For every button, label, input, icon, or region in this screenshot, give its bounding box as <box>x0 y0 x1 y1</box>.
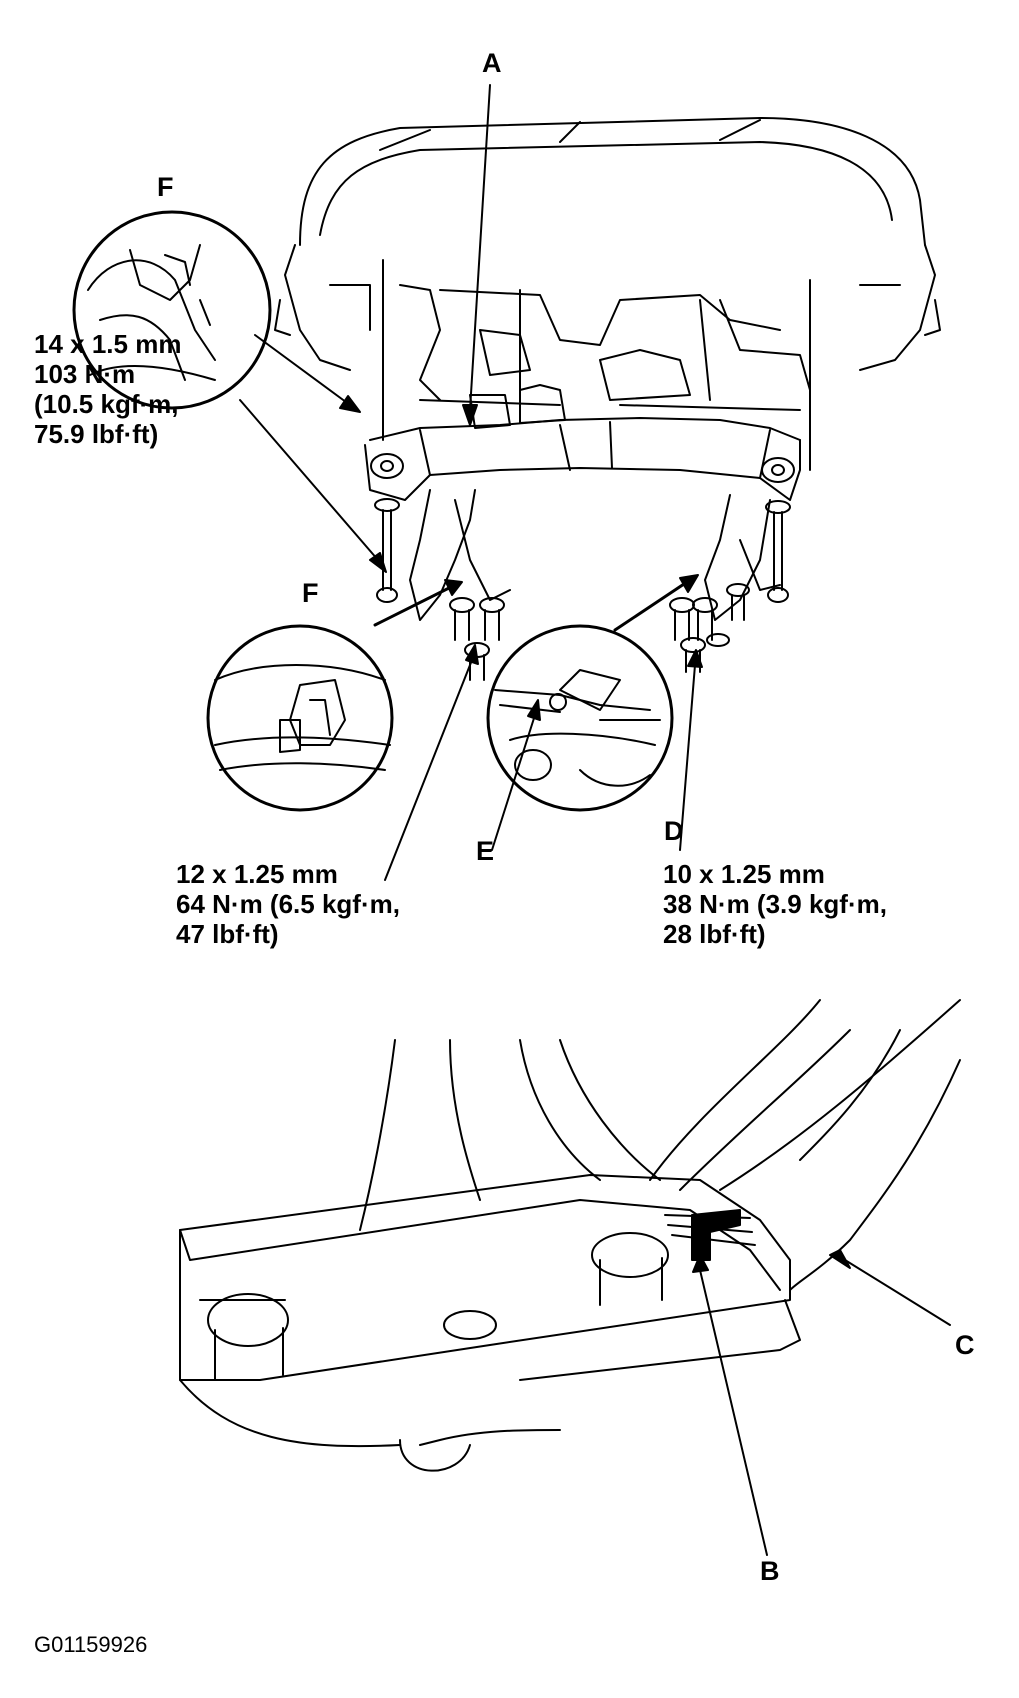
front-subframe <box>364 384 801 621</box>
spec-14-line-3: (10.5 kgf·m, <box>34 388 179 419</box>
callout-d: D <box>664 816 684 846</box>
spec-12-line-1: 12 x 1.25 mm <box>176 859 338 889</box>
spec-12-line-2: 64 N·m (6.5 kgf·m, <box>176 888 400 919</box>
spec-10-line-1: 10 x 1.25 mm <box>663 859 825 889</box>
callout-e: E <box>476 836 495 866</box>
spec-14-line-4: 75.9 lbf·ft) <box>34 418 159 449</box>
torque-spec-12mm: 12 x 1.25 mm 64 N·m (6.5 kgf·m, 47 lbf·f… <box>176 859 400 950</box>
engine-bay <box>382 259 811 471</box>
bolts <box>449 583 750 681</box>
detail-circle-f-middle <box>206 624 394 812</box>
figure-code: G01159926 <box>34 1632 148 1657</box>
detail-circle-e <box>486 624 674 812</box>
callout-f-top: F <box>157 172 174 202</box>
leader-lines <box>239 84 951 1556</box>
spec-14-line-1: 14 x 1.5 mm <box>34 329 182 359</box>
spec-10-line-2: 38 N·m (3.9 kgf·m, <box>663 888 887 919</box>
callout-c: C <box>955 1330 975 1360</box>
detail-circle-f-top <box>72 210 272 410</box>
callout-b: B <box>760 1556 780 1586</box>
torque-spec-10mm: 10 x 1.25 mm 38 N·m (3.9 kgf·m, 28 lbf·f… <box>663 859 887 950</box>
subframe-detail <box>179 999 961 1472</box>
vehicle-body <box>274 117 941 371</box>
spec-14-line-2: 103 N·m <box>34 358 136 389</box>
spec-12-line-3: 47 lbf·ft) <box>176 918 279 949</box>
torque-spec-14mm: 14 x 1.5 mm 103 N·m (10.5 kgf·m, 75.9 lb… <box>34 329 182 450</box>
callout-f-middle: F <box>302 578 319 608</box>
callout-a: A <box>482 48 502 78</box>
spec-10-line-3: 28 lbf·ft) <box>663 918 766 949</box>
